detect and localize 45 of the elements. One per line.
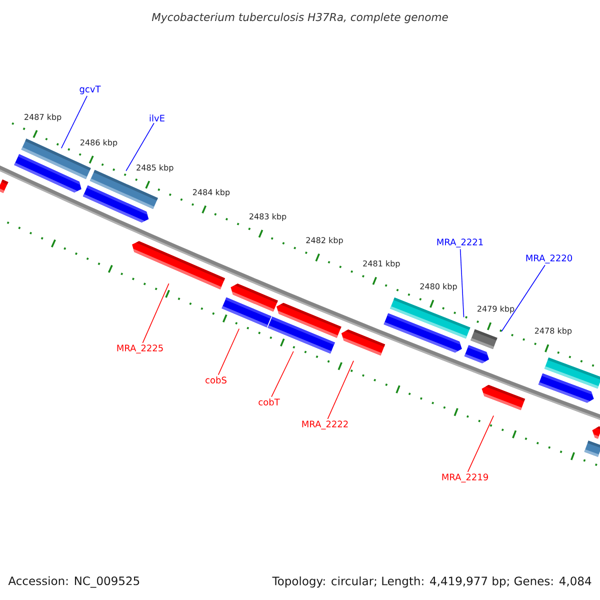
gene-bar bbox=[268, 316, 335, 354]
gene-block bbox=[82, 185, 149, 223]
gene-block bbox=[0, 179, 8, 194]
gene-block bbox=[592, 426, 600, 439]
gene-block bbox=[384, 313, 462, 353]
scale-label: 2483 kbp bbox=[250, 213, 286, 221]
scale-label: 2480 kbp bbox=[420, 283, 457, 291]
scale-label: 2478 kbp bbox=[534, 328, 572, 336]
footer-text: Topology: circular; Length: 4,419,977 bp; Genes: 4,084 bbox=[272, 576, 592, 588]
gene-block bbox=[341, 330, 386, 356]
scale-label: 2481 kbp bbox=[363, 260, 400, 268]
gene-label: ilvE bbox=[150, 114, 164, 122]
gene-label: MRA_2225 bbox=[117, 344, 163, 354]
gene-block bbox=[538, 373, 594, 403]
gene-bar bbox=[222, 297, 272, 328]
leader-line bbox=[271, 350, 294, 398]
scale-label: 2484 kbp bbox=[192, 189, 230, 197]
leader-line bbox=[142, 283, 170, 344]
scale-label: 2485 kbp bbox=[136, 164, 174, 172]
leader-line bbox=[218, 328, 240, 376]
scale-label: 2486 kbp bbox=[80, 139, 118, 148]
gene-label: MRA_2219 bbox=[442, 474, 488, 482]
gene-label: MRA_2221 bbox=[437, 238, 483, 248]
gene-block bbox=[14, 154, 82, 193]
gene-block bbox=[464, 345, 490, 364]
leader-line bbox=[460, 248, 464, 318]
footer-text: Accession: NC_009525 bbox=[8, 576, 140, 588]
gene-block bbox=[482, 384, 526, 410]
scale-label: 2482 kbp bbox=[306, 237, 343, 245]
leader-line bbox=[126, 122, 154, 172]
gene-label: MRA_2222 bbox=[302, 420, 348, 430]
leader-line bbox=[501, 264, 546, 332]
gene-bar bbox=[470, 329, 498, 350]
gene-label: cobS bbox=[206, 376, 226, 384]
scale-label: 2487 kbp bbox=[24, 114, 62, 122]
leader-line bbox=[60, 96, 88, 149]
gene-block bbox=[132, 241, 226, 290]
gene-label: gcvT bbox=[80, 86, 101, 94]
title: Mycobacterium tuberculosis H37Ra, complete genome bbox=[152, 12, 448, 24]
gene-label: cobT bbox=[258, 398, 280, 406]
scale-label: 2479 kbp bbox=[478, 306, 514, 314]
leader-line bbox=[467, 415, 494, 472]
leader-line bbox=[327, 360, 354, 420]
gene-bar bbox=[584, 440, 600, 457]
gene-label: MRA_2220 bbox=[526, 254, 572, 264]
